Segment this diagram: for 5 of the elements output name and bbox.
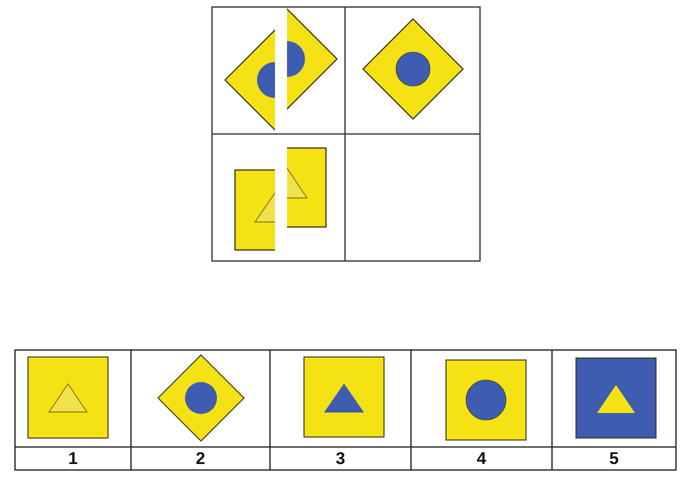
option-number: 3 [334, 449, 346, 469]
option-number: 5 [608, 449, 620, 469]
option-number: 2 [194, 449, 206, 469]
option-number: 4 [476, 449, 488, 469]
option-number: 1 [67, 449, 79, 469]
